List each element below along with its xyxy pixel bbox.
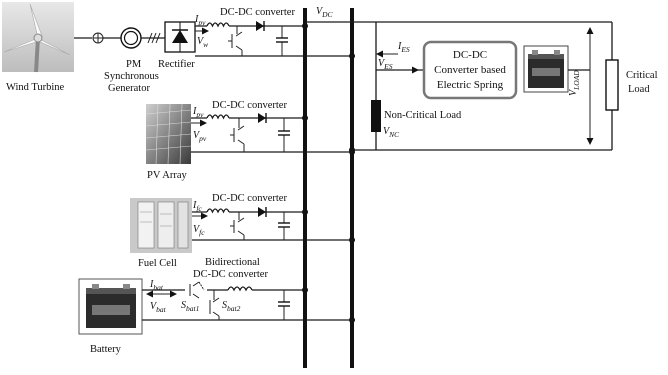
wind-turbine-label: Wind Turbine [6, 82, 65, 93]
ifc-label: Ifc [192, 200, 202, 213]
pmsg-generator-icon [120, 27, 142, 49]
vdc-label: VDC [316, 6, 334, 19]
converter-3-capacitor-icon [278, 212, 290, 240]
sbat2-label: Sbat2 [222, 300, 241, 313]
rectifier-label: Rectifier [158, 59, 195, 70]
battery-image [78, 278, 143, 335]
non-critical-load-resistor [371, 100, 381, 132]
battery-label: Battery [90, 344, 122, 355]
bidirectional-label-1: Bidirectional [205, 257, 260, 268]
converter-1-diode-icon [256, 21, 265, 31]
vpv-label: Vpv [193, 130, 207, 143]
wind-turbine-image [2, 2, 74, 73]
dcdc-converter-2-label: DC-DC converter [212, 100, 287, 111]
battery-inductor-icon [227, 285, 253, 293]
converter-3-inductor-icon [206, 207, 230, 215]
rectifier-icon [164, 21, 196, 53]
non-critical-load-label: Non-Critical Load [384, 110, 462, 121]
converter-2-diode-icon [258, 113, 267, 123]
converter-1-switch-icon [228, 26, 243, 56]
electric-spring-label-1: DC-DC [453, 49, 487, 61]
ies-label: IES [397, 41, 410, 54]
vnc-label: VNC [383, 126, 400, 139]
three-phase-slash-icon [147, 32, 161, 44]
converter-3-switch-icon [230, 212, 245, 240]
vload-label: VLOAD [568, 70, 581, 96]
converter-2-capacitor-icon [278, 118, 290, 152]
dcdc-converter-3-label: DC-DC converter [212, 193, 287, 204]
vbat-label: Vbat [150, 301, 167, 314]
ves-label: VES [378, 58, 393, 71]
dcdc-converter-1-label: DC-DC converter [220, 7, 295, 18]
pv-array-image [145, 103, 192, 165]
ipv-label-2: Ipv [192, 106, 204, 119]
pv-array-label: PV Array [147, 170, 188, 181]
fuel-cell-image [130, 198, 192, 253]
ibat-label: Ibat [149, 279, 164, 292]
es-battery-image [523, 45, 569, 93]
converter-1-capacitor-icon [276, 26, 288, 56]
battery-capacitor-icon [278, 290, 290, 320]
converter-3-diode-icon [258, 207, 267, 217]
sbat1-label: Sbat1 [181, 300, 199, 313]
converter-2-switch-icon [230, 118, 245, 152]
fuel-cell-label: Fuel Cell [138, 258, 177, 269]
converter-2-inductor-icon [206, 113, 230, 121]
bus-junction-dots [302, 23, 355, 323]
vw-label: Vw [197, 36, 208, 49]
ipv-label-1: Ipv [194, 14, 206, 27]
critical-load-label-1: Critical [626, 70, 658, 81]
pmsg-label-1: PM [126, 59, 142, 70]
electric-spring-label-3: Electric Spring [437, 79, 504, 91]
critical-load-label-2: Load [628, 84, 650, 95]
converter-1-inductor-icon [206, 21, 230, 29]
pmsg-label-3: Generator [108, 83, 150, 94]
vfc-label: Vfc [193, 224, 205, 237]
battery-switch-2-icon [209, 290, 220, 320]
battery-switch-1-icon [185, 280, 207, 299]
electric-spring-box [422, 40, 518, 100]
pmsg-label-2: Synchronous [104, 71, 159, 82]
critical-load-resistor [605, 59, 619, 111]
bidirectional-label-2: DC-DC converter [193, 269, 268, 280]
electric-spring-label-2: Converter based [434, 64, 506, 76]
